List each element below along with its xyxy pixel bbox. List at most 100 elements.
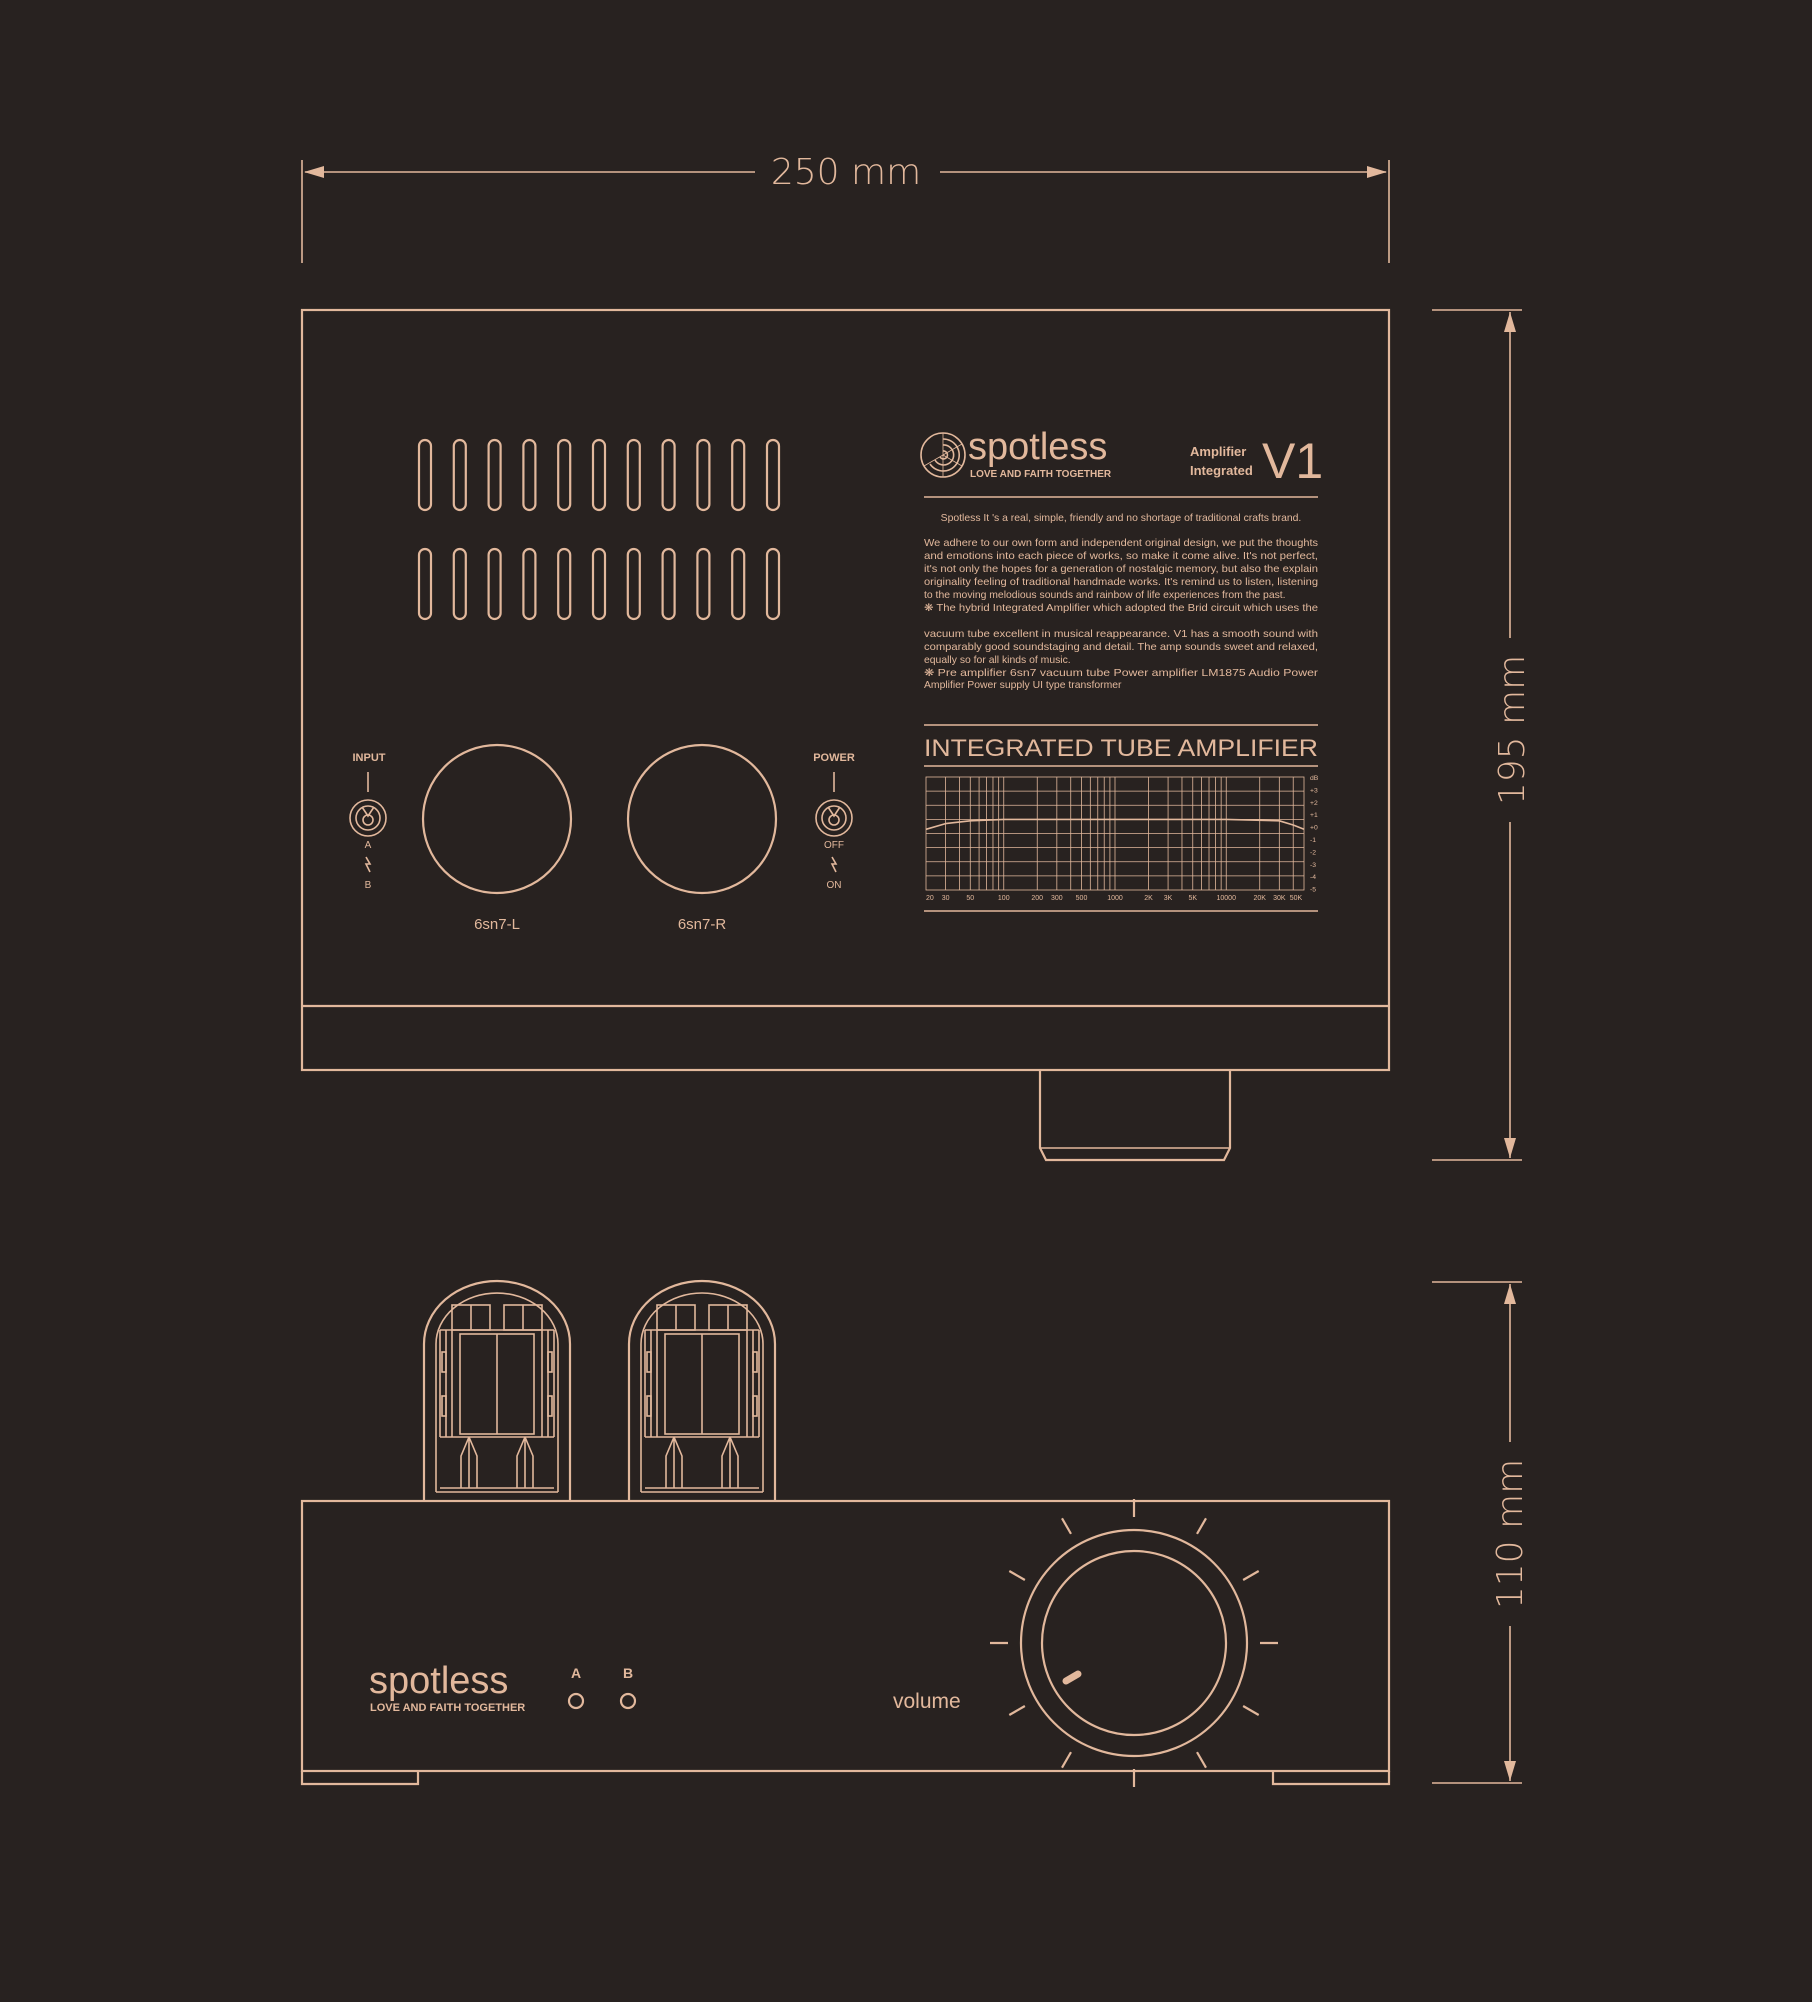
volume-tick bbox=[1196, 1517, 1207, 1535]
tube-right-label: 6sn7-R bbox=[678, 916, 727, 933]
vent-slot bbox=[522, 438, 537, 512]
vent-slots bbox=[417, 438, 781, 621]
description-line: originality feeling of traditional handm… bbox=[924, 577, 1318, 588]
vent-slot bbox=[626, 547, 641, 621]
vent-slot bbox=[557, 547, 572, 621]
volume-knob bbox=[990, 1499, 1278, 1787]
volume-scale-ticks bbox=[990, 1499, 1278, 1787]
chart-x-tick-label: 1000 bbox=[1107, 895, 1123, 902]
vent-slot bbox=[661, 547, 676, 621]
vent-slot bbox=[591, 438, 607, 512]
power-switch: POWER OFF ON bbox=[813, 752, 855, 891]
chart-y-tick-label: -5 bbox=[1310, 887, 1316, 894]
power-on-label: ON bbox=[827, 880, 842, 891]
model-line1: Amplifier bbox=[1190, 444, 1246, 459]
chart-x-tick-label: 3K bbox=[1164, 895, 1173, 902]
power-off-label: OFF bbox=[824, 840, 844, 851]
power-label: POWER bbox=[813, 752, 855, 764]
chart-x-tick-label: 100 bbox=[998, 895, 1010, 902]
volume-tick bbox=[1242, 1705, 1260, 1716]
label-plate: spotless LOVE AND FAITH TOGETHER Amplifi… bbox=[920, 426, 1323, 912]
chart-y-tick-label: -2 bbox=[1310, 849, 1316, 856]
width-dimension-label: 250 mm bbox=[771, 152, 921, 193]
vent-slot bbox=[417, 547, 433, 621]
vent-slot bbox=[487, 438, 502, 512]
vent-slot bbox=[661, 438, 676, 512]
volume-tick bbox=[1242, 1570, 1260, 1581]
chart-x-tick-label: 2K bbox=[1144, 895, 1153, 902]
depth-dimension-label: 195 mm bbox=[1492, 655, 1533, 805]
vent-slot bbox=[731, 547, 746, 621]
vent-slot bbox=[696, 547, 711, 621]
chart-y-tick-label: +1 bbox=[1310, 812, 1318, 819]
tube-socket-right bbox=[626, 743, 778, 895]
chart-y-tick-label: +0 bbox=[1310, 825, 1318, 832]
volume-label: volume bbox=[893, 1690, 961, 1713]
description-line: it's not only the hopes for a generation… bbox=[924, 564, 1318, 575]
model-line2: Integrated bbox=[1190, 463, 1253, 478]
description-line: We adhere to our own form and independen… bbox=[924, 538, 1318, 549]
input-selector: INPUT A B bbox=[349, 752, 387, 891]
volume-tick bbox=[1196, 1751, 1207, 1769]
chart-x-tick-label: 30 bbox=[942, 895, 950, 902]
model-name: V1 bbox=[1262, 433, 1323, 489]
volume-tick bbox=[1008, 1705, 1026, 1716]
chart-y-tick-label: -3 bbox=[1310, 862, 1316, 869]
vent-slot bbox=[487, 547, 502, 621]
front-brand: spotless bbox=[369, 1660, 508, 1702]
description-line: and emotions into each piece of works, s… bbox=[924, 551, 1318, 562]
chart-x-tick-label: 500 bbox=[1076, 895, 1088, 902]
vent-slot bbox=[452, 547, 467, 621]
plate-brand: spotless bbox=[968, 426, 1107, 468]
vent-slot bbox=[765, 438, 781, 512]
description-line: Spotless It 's a real, simple, friendly … bbox=[941, 513, 1302, 524]
input-label: INPUT bbox=[353, 752, 386, 764]
volume-tick bbox=[1061, 1517, 1072, 1535]
panel-title: INTEGRATED TUBE AMPLIFIER bbox=[924, 735, 1318, 762]
vent-slot bbox=[452, 438, 467, 512]
nautilus-logo-icon bbox=[920, 432, 966, 478]
description-line: ❋ Pre amplifier 6sn7 vacuum tube Power a… bbox=[924, 668, 1319, 679]
description-line: equally so for all kinds of music. bbox=[924, 655, 1071, 666]
vent-slot bbox=[731, 438, 746, 512]
chart-x-tick-label: 20 bbox=[926, 895, 934, 902]
top-knob bbox=[1038, 1070, 1232, 1162]
chart-x-tick-label: 20K bbox=[1253, 895, 1266, 902]
chart-x-tick-label: 50 bbox=[966, 895, 974, 902]
volume-tick bbox=[1061, 1751, 1072, 1769]
chart-x-tick-label: 5K bbox=[1188, 895, 1197, 902]
top-view: INPUT A B POWER OFF ON 6sn7-L 6sn7-R bbox=[300, 308, 1391, 1162]
description-line: vacuum tube excellent in musical reappea… bbox=[924, 629, 1318, 640]
top-chassis bbox=[300, 308, 1391, 1072]
vent-slot bbox=[626, 438, 641, 512]
led-a-label: A bbox=[571, 1665, 581, 1681]
chart-x-tick-label: 300 bbox=[1051, 895, 1063, 902]
height-dimension: 110 mm bbox=[1432, 1281, 1531, 1784]
led-b-indicator bbox=[619, 1692, 637, 1710]
chart-y-tick-label: -4 bbox=[1310, 874, 1316, 881]
vent-slot bbox=[417, 438, 433, 512]
description-line: comparably good soundstaging and detail.… bbox=[924, 642, 1318, 653]
chart-y-tick-label: +2 bbox=[1310, 800, 1318, 807]
front-tagline: LOVE AND FAITH TOGETHER bbox=[370, 1702, 525, 1714]
plate-tagline: LOVE AND FAITH TOGETHER bbox=[970, 469, 1112, 480]
plate-description: Spotless It 's a real, simple, friendly … bbox=[924, 513, 1319, 691]
vent-slot bbox=[765, 547, 781, 621]
height-dimension-label: 110 mm bbox=[1490, 1459, 1531, 1609]
chart-x-tick-label: 200 bbox=[1031, 895, 1043, 902]
vent-slot bbox=[696, 438, 711, 512]
chart-y-tick-label: -1 bbox=[1310, 837, 1316, 844]
tube-left-label: 6sn7-L bbox=[474, 916, 520, 933]
vacuum-tube-left bbox=[422, 1279, 572, 1501]
input-a-label: A bbox=[365, 840, 372, 851]
input-b-label: B bbox=[365, 880, 372, 891]
chart-y-tick-label: dB bbox=[1310, 775, 1319, 782]
chart-x-tick-label: 50K bbox=[1290, 895, 1303, 902]
foot-left bbox=[300, 1771, 420, 1786]
depth-dimension: 195 mm bbox=[1432, 309, 1533, 1161]
description-line: Amplifier Power supply UI type transform… bbox=[924, 680, 1122, 691]
vent-slot bbox=[557, 438, 572, 512]
chart-x-tick-label: 10000 bbox=[1217, 895, 1237, 902]
